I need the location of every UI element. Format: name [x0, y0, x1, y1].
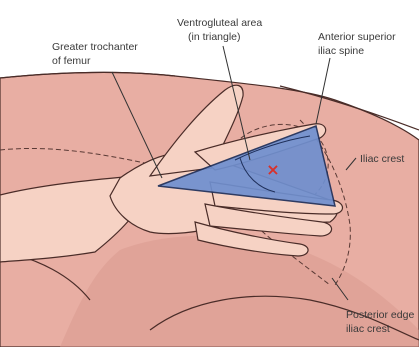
label-iliac-spine: iliac spine — [318, 45, 364, 57]
label-ventrogluteal-area: Ventrogluteal area — [177, 17, 262, 29]
label-anterior-superior: Anterior superior — [318, 31, 396, 43]
label-iliac-crest: Iliac crest — [360, 153, 404, 165]
label-posterior-edge: Posterior edge — [346, 309, 414, 321]
label-greater-trochanter: Greater trochanter — [52, 41, 138, 53]
label-ventrogluteal-sub: (in triangle) — [188, 31, 241, 43]
injection-site-x: × — [266, 160, 279, 179]
label-of-femur: of femur — [52, 55, 91, 67]
label-posterior-iliac-crest: iliac crest — [346, 323, 390, 335]
